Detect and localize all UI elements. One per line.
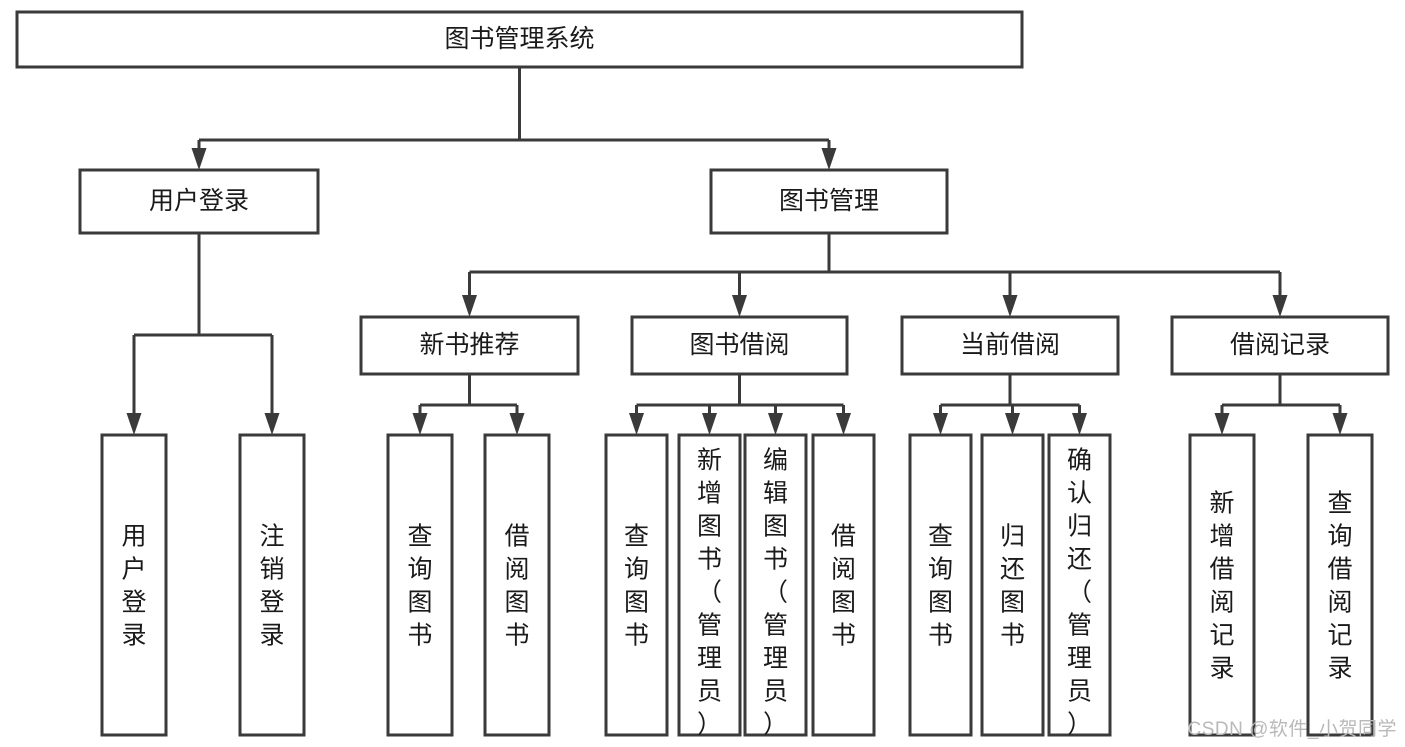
node-label-new-book-rec: 新书推荐 bbox=[419, 331, 519, 359]
node-box-root bbox=[15, 10, 1024, 69]
node-leaf-user-logout[interactable]: 注销登录 bbox=[238, 433, 306, 737]
node-layer: 图书管理系统用户登录图书管理新书推荐图书借阅当前借阅借阅记录用户登录注销登录查询… bbox=[15, 10, 1390, 739]
arrowhead-book-borrow bbox=[732, 295, 747, 317]
connector-layer bbox=[126, 67, 1348, 435]
node-box-leaf-rec-query-record bbox=[1306, 433, 1374, 737]
node-label-leaf-cur-query-book: 查询图书 bbox=[928, 523, 953, 650]
node-box-book-manage bbox=[709, 168, 949, 235]
node-leaf-rec-add-record[interactable]: 新增借阅记录 bbox=[1188, 433, 1256, 737]
arrowhead-current-borrow bbox=[1002, 295, 1018, 317]
node-box-leaf-borrow-add-book bbox=[677, 433, 742, 737]
node-current-borrow[interactable]: 当前借阅 bbox=[900, 315, 1120, 376]
node-box-leaf-cur-return-book bbox=[980, 433, 1045, 737]
node-leaf-cur-query-book[interactable]: 查询图书 bbox=[908, 433, 973, 737]
arrowhead-leaf-user-login bbox=[126, 413, 142, 435]
arrowhead-leaf-rec-query-record bbox=[1332, 413, 1348, 435]
node-label-user-login: 用户登录 bbox=[149, 187, 249, 215]
arrowhead-leaf-cur-confirm-return bbox=[1072, 413, 1087, 435]
node-box-borrow-record bbox=[1170, 315, 1390, 376]
node-box-leaf-cur-confirm-return bbox=[1047, 433, 1112, 737]
node-box-leaf-rec-add-record bbox=[1188, 433, 1256, 737]
node-box-leaf-cur-query-book bbox=[908, 433, 973, 737]
node-box-current-borrow bbox=[900, 315, 1120, 376]
node-box-user-login bbox=[78, 168, 320, 235]
node-leaf-borrow-add-book[interactable]: 新增图书（管理员） bbox=[677, 433, 742, 739]
node-box-leaf-borrow-edit-book bbox=[743, 433, 808, 737]
arrowhead-leaf-cur-query-book bbox=[933, 413, 948, 435]
node-leaf-user-login[interactable]: 用户登录 bbox=[100, 433, 168, 737]
arrowhead-leaf-borrow-query-book bbox=[629, 413, 644, 435]
arrowhead-new-book-rec bbox=[462, 295, 477, 317]
arrowhead-leaf-borrow-lend-book bbox=[836, 413, 851, 435]
node-label-leaf-cur-return-book: 归还图书 bbox=[1000, 523, 1025, 650]
node-box-leaf-borrow-lend-book bbox=[811, 433, 876, 737]
node-box-new-book-rec bbox=[359, 315, 580, 376]
node-label-current-borrow: 当前借阅 bbox=[960, 331, 1060, 359]
arrowhead-leaf-rec-query-book bbox=[412, 413, 428, 435]
arrowhead-leaf-cur-return-book bbox=[1005, 413, 1020, 435]
node-box-leaf-borrow-query-book bbox=[604, 433, 669, 737]
node-label-leaf-user-logout: 注销登录 bbox=[259, 523, 284, 650]
node-book-borrow[interactable]: 图书借阅 bbox=[630, 315, 849, 376]
node-label-borrow-record: 借阅记录 bbox=[1230, 331, 1330, 359]
node-leaf-rec-query-record[interactable]: 查询借阅记录 bbox=[1306, 433, 1374, 737]
node-label-book-manage: 图书管理 bbox=[779, 187, 879, 215]
node-label-leaf-borrow-edit-book: 编辑图书（管理员） bbox=[763, 447, 788, 739]
node-leaf-borrow-query-book[interactable]: 查询图书 bbox=[604, 433, 669, 737]
node-label-leaf-rec-add-record: 新增借阅记录 bbox=[1209, 490, 1234, 683]
node-box-leaf-rec-query-book bbox=[386, 433, 454, 737]
arrowhead-borrow-record bbox=[1272, 295, 1288, 317]
node-leaf-rec-borrow-book[interactable]: 借阅图书 bbox=[483, 433, 551, 737]
arrowhead-leaf-rec-add-record bbox=[1214, 413, 1230, 435]
node-label-leaf-borrow-lend-book: 借阅图书 bbox=[831, 523, 856, 650]
arrowhead-leaf-user-logout bbox=[264, 413, 280, 435]
node-leaf-cur-return-book[interactable]: 归还图书 bbox=[980, 433, 1045, 737]
node-label-leaf-rec-query-record: 查询借阅记录 bbox=[1327, 490, 1352, 683]
node-label-book-borrow: 图书借阅 bbox=[689, 331, 789, 359]
node-book-manage[interactable]: 图书管理 bbox=[709, 168, 949, 235]
node-label-leaf-rec-query-book: 查询图书 bbox=[407, 523, 432, 650]
node-new-book-rec[interactable]: 新书推荐 bbox=[359, 315, 580, 376]
arrowhead-leaf-borrow-edit-book bbox=[768, 413, 783, 435]
node-label-leaf-user-login: 用户登录 bbox=[121, 523, 146, 650]
node-leaf-rec-query-book[interactable]: 查询图书 bbox=[386, 433, 454, 737]
node-root[interactable]: 图书管理系统 bbox=[15, 10, 1024, 69]
node-label-leaf-rec-borrow-book: 借阅图书 bbox=[504, 523, 529, 650]
node-leaf-borrow-edit-book[interactable]: 编辑图书（管理员） bbox=[743, 433, 808, 739]
node-label-leaf-cur-confirm-return: 确认归还（管理员） bbox=[1067, 447, 1092, 739]
node-box-leaf-rec-borrow-book bbox=[483, 433, 551, 737]
arrowhead-leaf-rec-borrow-book bbox=[509, 413, 525, 435]
node-box-leaf-user-login bbox=[100, 433, 168, 737]
node-leaf-borrow-lend-book[interactable]: 借阅图书 bbox=[811, 433, 876, 737]
node-label-root: 图书管理系统 bbox=[444, 25, 594, 53]
node-label-leaf-borrow-query-book: 查询图书 bbox=[624, 523, 649, 650]
arrowhead-book-manage bbox=[821, 148, 837, 170]
node-box-leaf-user-logout bbox=[238, 433, 306, 737]
node-user-login[interactable]: 用户登录 bbox=[78, 168, 320, 235]
node-leaf-cur-confirm-return[interactable]: 确认归还（管理员） bbox=[1047, 433, 1112, 739]
node-borrow-record[interactable]: 借阅记录 bbox=[1170, 315, 1390, 376]
watermark: CSDN @软件_小贺同学 bbox=[1187, 719, 1397, 740]
arrowhead-leaf-borrow-add-book bbox=[702, 413, 717, 435]
arrowhead-user-login bbox=[191, 148, 207, 170]
node-box-book-borrow bbox=[630, 315, 849, 376]
node-label-leaf-borrow-add-book: 新增图书（管理员） bbox=[697, 447, 722, 739]
